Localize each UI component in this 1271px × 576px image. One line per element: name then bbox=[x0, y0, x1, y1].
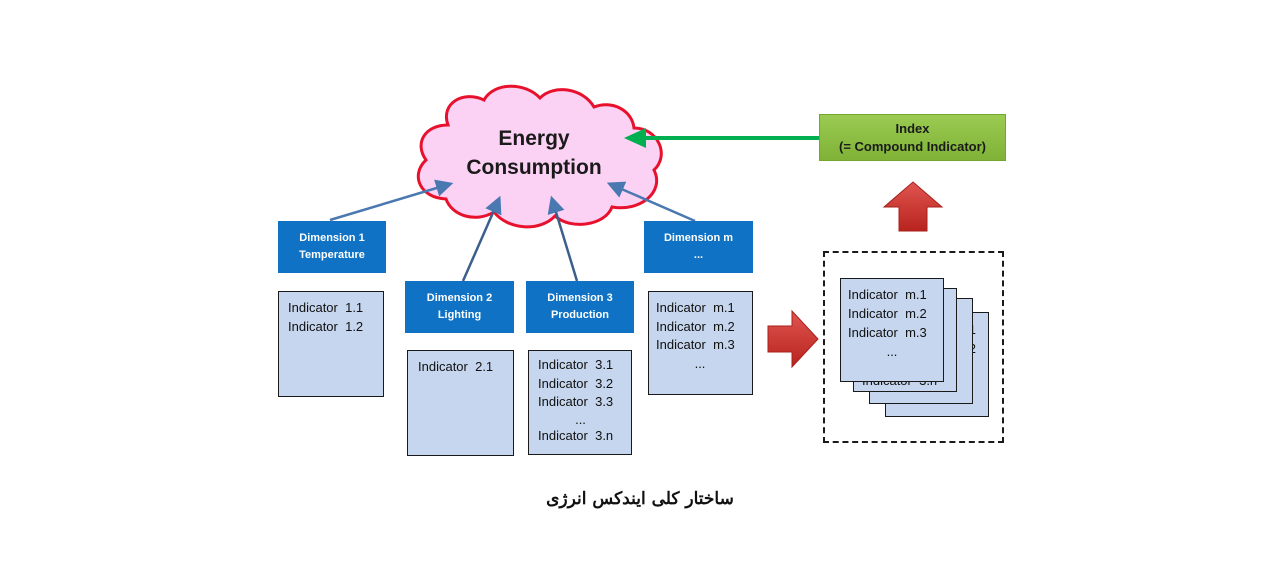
indicator-item: Indicator 1.1 bbox=[288, 300, 364, 315]
red-arrow-up bbox=[882, 181, 944, 232]
index-subtitle: (= Compound Indicator) bbox=[839, 138, 986, 154]
index-title: Index bbox=[895, 120, 930, 136]
connector-dim1 bbox=[329, 179, 454, 222]
dimension-m-title: Dimension m bbox=[663, 232, 734, 244]
figure-caption: ساختار کلی ایندکس انرژی bbox=[546, 489, 734, 509]
dimension-m-box: Dimension m ... bbox=[644, 221, 753, 273]
indicator-item: Indicator 3.1 bbox=[538, 357, 614, 372]
cloud-label-line1: Energy bbox=[498, 127, 570, 150]
indicator-box-1: Indicator 1.1 Indicator 1.2 bbox=[278, 291, 384, 397]
indicator-box-m: Indicator m.1 Indicator m.2 Indicator m.… bbox=[648, 291, 753, 395]
indicator-item: Indicator 3.n bbox=[538, 427, 614, 443]
indicator-item: Indicator 3.3 bbox=[538, 394, 614, 409]
indicator-box-2: Indicator 2.1 bbox=[407, 350, 514, 456]
cloud-shape bbox=[416, 84, 663, 229]
indicator-ellipsis: ... bbox=[575, 411, 586, 427]
indicator-item: Indicator m.2 bbox=[656, 318, 735, 334]
cloud-label-line2: Consumption bbox=[466, 156, 602, 179]
connector-dimm bbox=[606, 181, 696, 223]
cloud-label: Energy Consumption bbox=[434, 124, 634, 182]
indicator-item: Indicator 1.2 bbox=[288, 318, 364, 334]
dimension-2-subtitle: Lighting bbox=[437, 309, 482, 321]
red-arrow-right bbox=[767, 309, 819, 369]
index-box: Index (= Compound Indicator) bbox=[819, 114, 1006, 161]
indicator-box-3: Indicator 3.1 Indicator 3.2 Indicator 3.… bbox=[528, 350, 632, 455]
indicator-ellipsis: ... bbox=[886, 344, 898, 359]
dimension-m-subtitle: ... bbox=[693, 249, 704, 261]
dimension-3-title: Dimension 3 bbox=[547, 292, 613, 304]
indicator-item: Indicator m.2 bbox=[848, 306, 927, 321]
indicator-item: Indicator m.1 bbox=[848, 287, 927, 302]
dimension-1-title: Dimension 1 bbox=[299, 232, 365, 244]
indicator-item: Indicator m.3 bbox=[656, 337, 735, 352]
dimension-3-subtitle: Production bbox=[550, 309, 610, 321]
indicator-item: Indicator m.1 bbox=[656, 300, 735, 315]
dimension-1-box: Dimension 1 Temperature bbox=[278, 221, 386, 273]
connector-dim3 bbox=[547, 195, 579, 282]
dimension-1-subtitle: Temperature bbox=[299, 249, 365, 261]
dimension-2-title: Dimension 2 bbox=[426, 292, 493, 304]
green-arrow-head bbox=[624, 128, 646, 148]
indicator-item: Indicator 3.2 bbox=[538, 375, 614, 391]
stack-card-front: Indicator m.1 Indicator m.2 Indicator m.… bbox=[840, 278, 944, 382]
indicator-item: Indicator 2.1 bbox=[418, 359, 494, 374]
dimension-3-box: Dimension 3 Production bbox=[526, 281, 634, 333]
stacked-indicators-frame bbox=[823, 251, 1004, 443]
connector-dim2 bbox=[461, 195, 502, 282]
indicator-item: Indicator m.3 bbox=[848, 325, 927, 340]
indicator-ellipsis: ... bbox=[694, 355, 706, 371]
dimension-2-box: Dimension 2 Lighting bbox=[405, 281, 514, 333]
